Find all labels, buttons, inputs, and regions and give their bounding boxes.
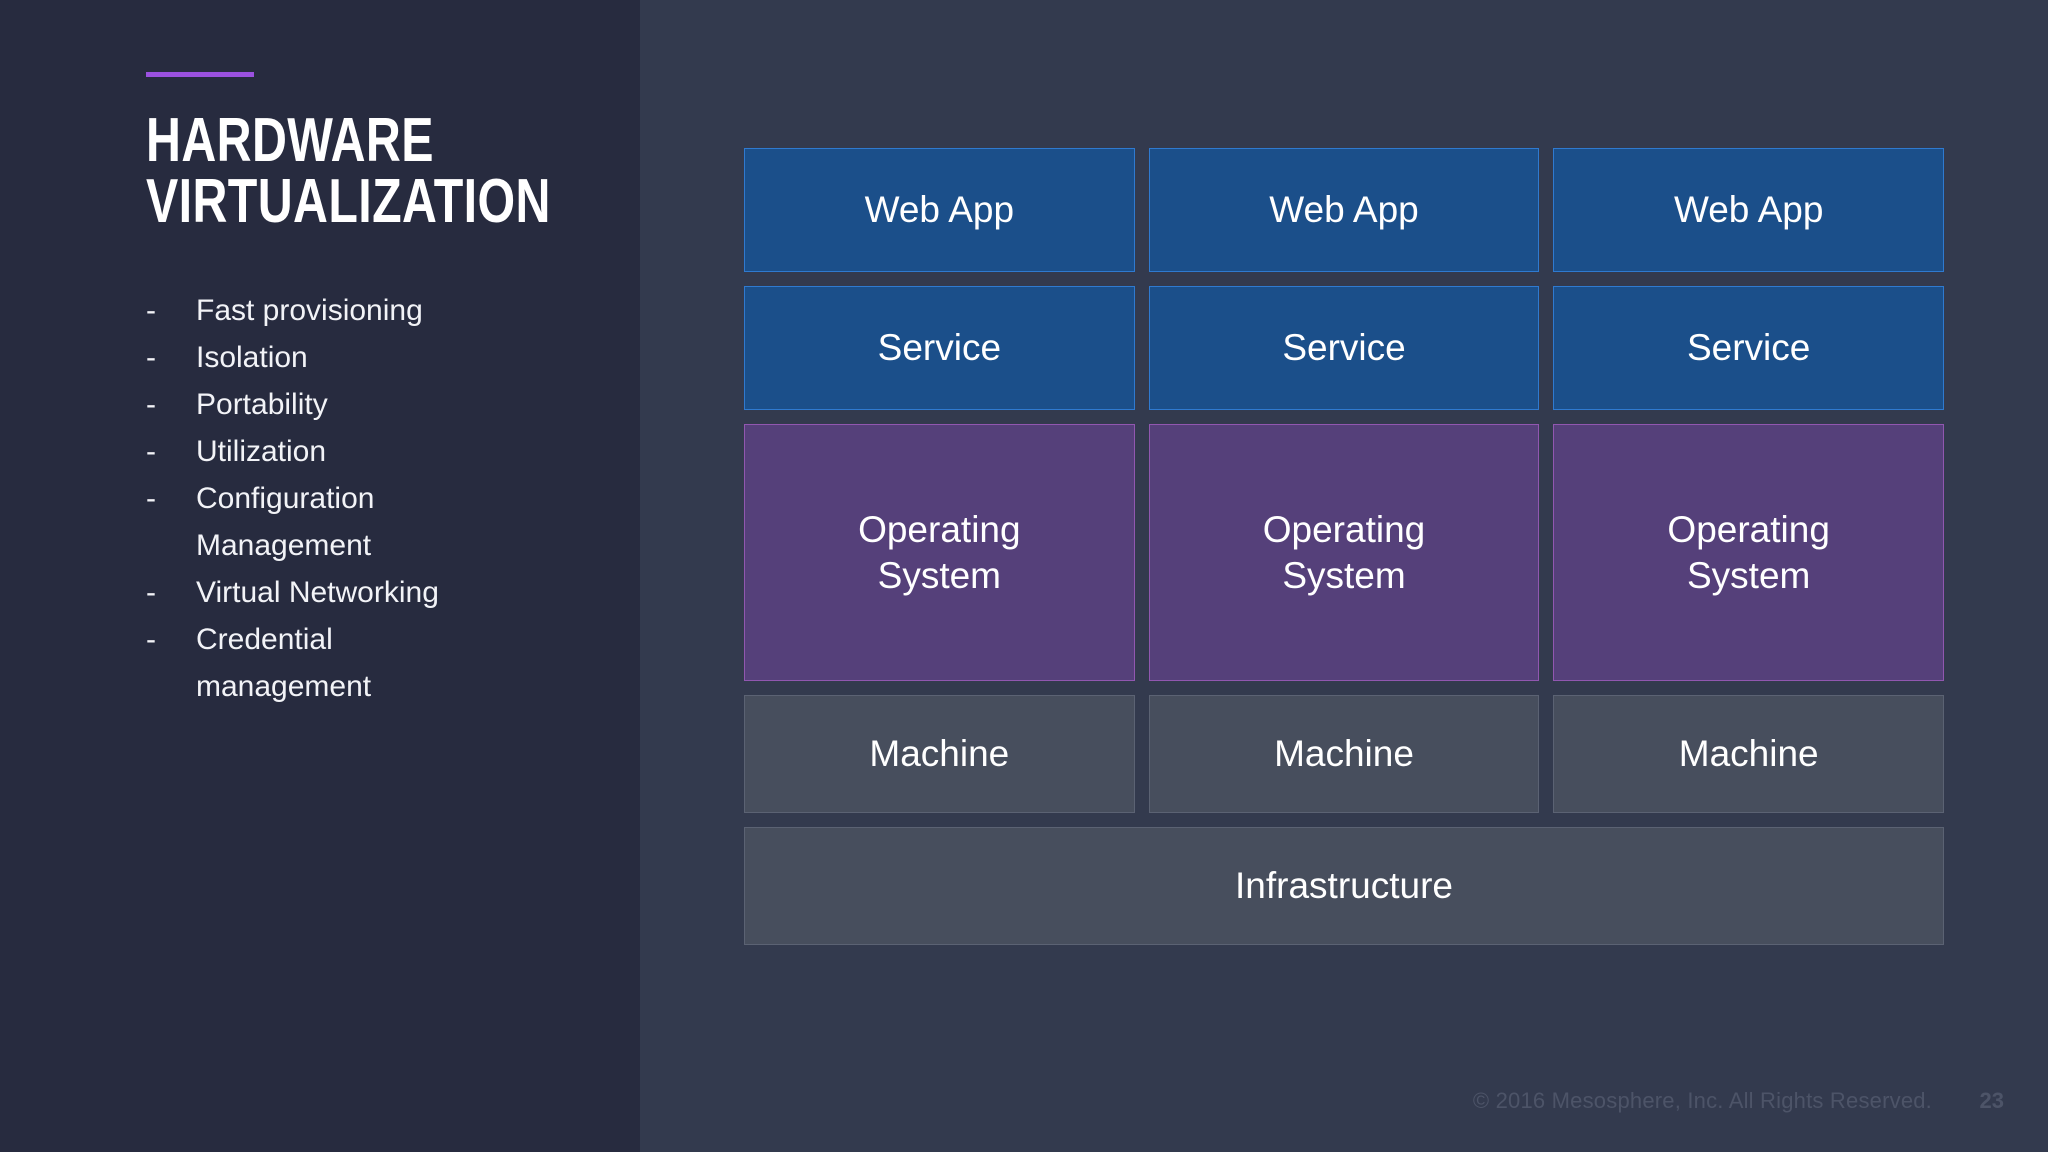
- list-item-label: Fast provisioning: [196, 293, 423, 327]
- list-item: - Fast provisioning: [146, 287, 616, 334]
- footer-copyright: © 2016 Mesosphere, Inc. All Rights Reser…: [1472, 1088, 1932, 1113]
- machine-row: Machine Machine Machine: [744, 695, 1945, 813]
- list-item-label: Virtual Networking: [196, 575, 439, 609]
- page-title: HARDWARE VIRTUALIZATION: [146, 106, 551, 236]
- infrastructure-row: Infrastructure: [744, 827, 1944, 945]
- accent-rule: [146, 72, 254, 77]
- service-row: Service Service Service: [744, 286, 1945, 410]
- bullet-marker-icon: -: [146, 293, 156, 327]
- web-app-box-2: Web App: [1148, 148, 1540, 272]
- list-item-label: Utilization: [196, 434, 327, 468]
- list-item: - Configuration Management: [146, 475, 616, 569]
- list-item: - Credential management: [146, 616, 616, 710]
- machine-box-1: Machine: [744, 695, 1135, 813]
- bullet-marker-icon: -: [146, 340, 156, 374]
- bullet-marker-icon: -: [146, 622, 156, 656]
- list-item: - Utilization: [146, 428, 616, 475]
- list-item-label: Portability: [196, 387, 328, 421]
- operating-system-row: Operating System Operating System Operat…: [744, 424, 1945, 681]
- list-item: - Portability: [146, 381, 616, 428]
- list-item-label: Credential management: [196, 622, 372, 703]
- bullet-marker-icon: -: [146, 387, 156, 421]
- service-box-2: Service: [1148, 286, 1540, 410]
- architecture-stack-diagram: Web App Web App Web App Service Service …: [744, 148, 1945, 945]
- service-box-1: Service: [744, 286, 1135, 410]
- operating-system-box-1: Operating System: [744, 424, 1135, 681]
- left-background-panel: [0, 0, 640, 1152]
- operating-system-box-3: Operating System: [1553, 424, 1945, 681]
- left-content-column: HARDWARE VIRTUALIZATION - Fast provision…: [146, 72, 616, 710]
- list-item: - Virtual Networking: [146, 569, 616, 616]
- bullet-marker-icon: -: [146, 434, 156, 468]
- feature-bullet-list: - Fast provisioning - Isolation - Portab…: [146, 287, 616, 710]
- web-app-box-3: Web App: [1553, 148, 1945, 272]
- web-app-box-1: Web App: [744, 148, 1135, 272]
- list-item-label: Configuration Management: [196, 481, 375, 562]
- list-item: - Isolation: [146, 334, 616, 381]
- operating-system-box-2: Operating System: [1148, 424, 1540, 681]
- machine-box-2: Machine: [1148, 695, 1540, 813]
- infrastructure-box: Infrastructure: [744, 827, 1944, 945]
- machine-box-3: Machine: [1553, 695, 1945, 813]
- list-item-label: Isolation: [196, 340, 308, 374]
- bullet-marker-icon: -: [146, 575, 156, 609]
- slide-page-number: 23: [1979, 1088, 2004, 1113]
- application-row: Web App Web App Web App: [744, 148, 1945, 272]
- bullet-marker-icon: -: [146, 481, 156, 515]
- service-box-3: Service: [1553, 286, 1945, 410]
